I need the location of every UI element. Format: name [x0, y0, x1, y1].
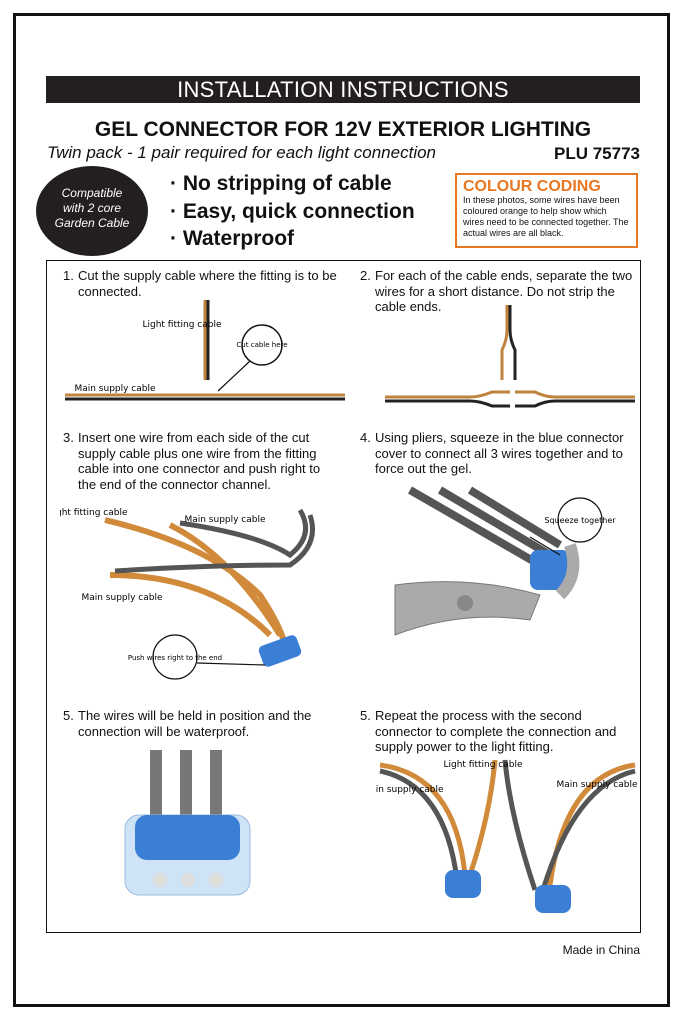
main-supply-label: Main supply cable [184, 515, 266, 525]
plu-code: PLU 75773 [554, 144, 640, 163]
step-3: 3.Insert one wire from each side of the … [63, 430, 321, 492]
light-fitting-label: Light fitting cable [142, 320, 222, 330]
badge-line: Garden Cable [54, 216, 130, 230]
step-3-illustration: Light fitting cable Main supply cable Ma… [60, 508, 315, 680]
colour-coding-text: In these photos, some wires have been co… [463, 195, 629, 238]
step-1: 1.Cut the supply cable where the fitting… [63, 268, 337, 299]
step-6: 5.Repeat the process with the second con… [360, 708, 617, 754]
step-1-illustration: Light fitting cable Cut cable here Main … [65, 300, 345, 401]
light-fitting-label: Light fitting cable [443, 760, 523, 770]
main-supply-label: Main supply cable [556, 780, 638, 790]
badge-line: Compatible [61, 186, 123, 200]
feature-item: · Waterproof [170, 227, 295, 250]
colour-coding-box: COLOUR CODING In these photos, some wire… [455, 173, 638, 248]
badge-line: with 2 core [62, 201, 122, 215]
instructions-panel [46, 260, 641, 933]
step-5: 5.The wires will be held in position and… [63, 708, 312, 739]
step-5-illustration [124, 750, 251, 896]
compatibility-badge: Compatible with 2 core Garden Cable [36, 166, 148, 256]
feature-item: · Easy, quick connection [170, 199, 415, 223]
step-6-illustration: Main supply cable Light fitting cable Ma… [375, 759, 638, 913]
step-4-illustration: Squeeze together [394, 486, 616, 636]
main-supply-label: Main supply cable [74, 384, 156, 394]
squeeze-label: Squeeze together [544, 516, 616, 525]
light-fitting-label: Light fitting cable [60, 508, 128, 518]
feature-list: · No stripping of cable · Easy, quick co… [170, 170, 415, 253]
main-supply-label: Main supply cable [81, 593, 163, 603]
page-border [13, 13, 670, 1007]
step-2: 2.For each of the cable ends, separate t… [360, 268, 633, 314]
colour-coding-title: COLOUR CODING [463, 178, 601, 195]
step-4: 4.Using pliers, squeeze in the blue conn… [360, 430, 624, 476]
made-in-label: Made in China [562, 943, 640, 957]
subtitle: Twin pack - 1 pair required for each lig… [47, 143, 436, 162]
feature-item: · No stripping of cable [170, 172, 392, 195]
push-label: Push wires right to the end [128, 654, 222, 662]
cut-label: Cut cable here [236, 341, 287, 349]
main-supply-label: Main supply cable [375, 785, 444, 795]
step-2-illustration [385, 305, 635, 408]
banner: INSTALLATION INSTRUCTIONS [46, 76, 640, 103]
page-title: GEL CONNECTOR FOR 12V EXTERIOR LIGHTING [94, 118, 592, 141]
